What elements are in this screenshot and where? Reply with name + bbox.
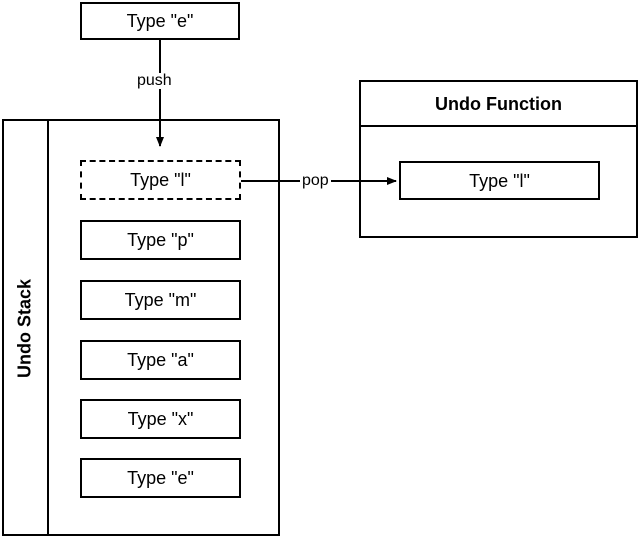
stack-item-label: Type "x" — [127, 409, 194, 429]
undo-function-header-divider — [359, 125, 638, 127]
stack-item-5[interactable]: Type "e" — [80, 458, 241, 498]
stack-item-3[interactable]: Type "a" — [80, 340, 241, 380]
stack-item-label: Type "a" — [127, 350, 194, 370]
undo-function-item[interactable]: Type "l" — [399, 161, 600, 200]
pop-edge-label: pop — [300, 172, 331, 189]
stack-item-label: Type "e" — [127, 468, 194, 488]
stack-item-4[interactable]: Type "x" — [80, 399, 241, 439]
undo-function-title: Undo Function — [435, 94, 562, 114]
stack-item-label: Type "l" — [130, 170, 191, 190]
undo-function-container — [359, 80, 638, 238]
input-action-box[interactable]: Type "e" — [80, 2, 240, 40]
undo-stack-title: Undo Stack — [14, 278, 35, 379]
undo-function-item-label: Type "l" — [469, 170, 530, 191]
undo-stack-divider — [47, 119, 49, 536]
stack-item-label: Type "m" — [124, 290, 197, 310]
input-action-label: Type "e" — [126, 11, 194, 31]
stack-item-1[interactable]: Type "p" — [80, 220, 241, 260]
push-edge-label: push — [135, 72, 174, 89]
stack-item-2[interactable]: Type "m" — [80, 280, 241, 320]
stack-item-0[interactable]: Type "l" — [80, 160, 241, 200]
stack-item-label: Type "p" — [127, 230, 194, 250]
